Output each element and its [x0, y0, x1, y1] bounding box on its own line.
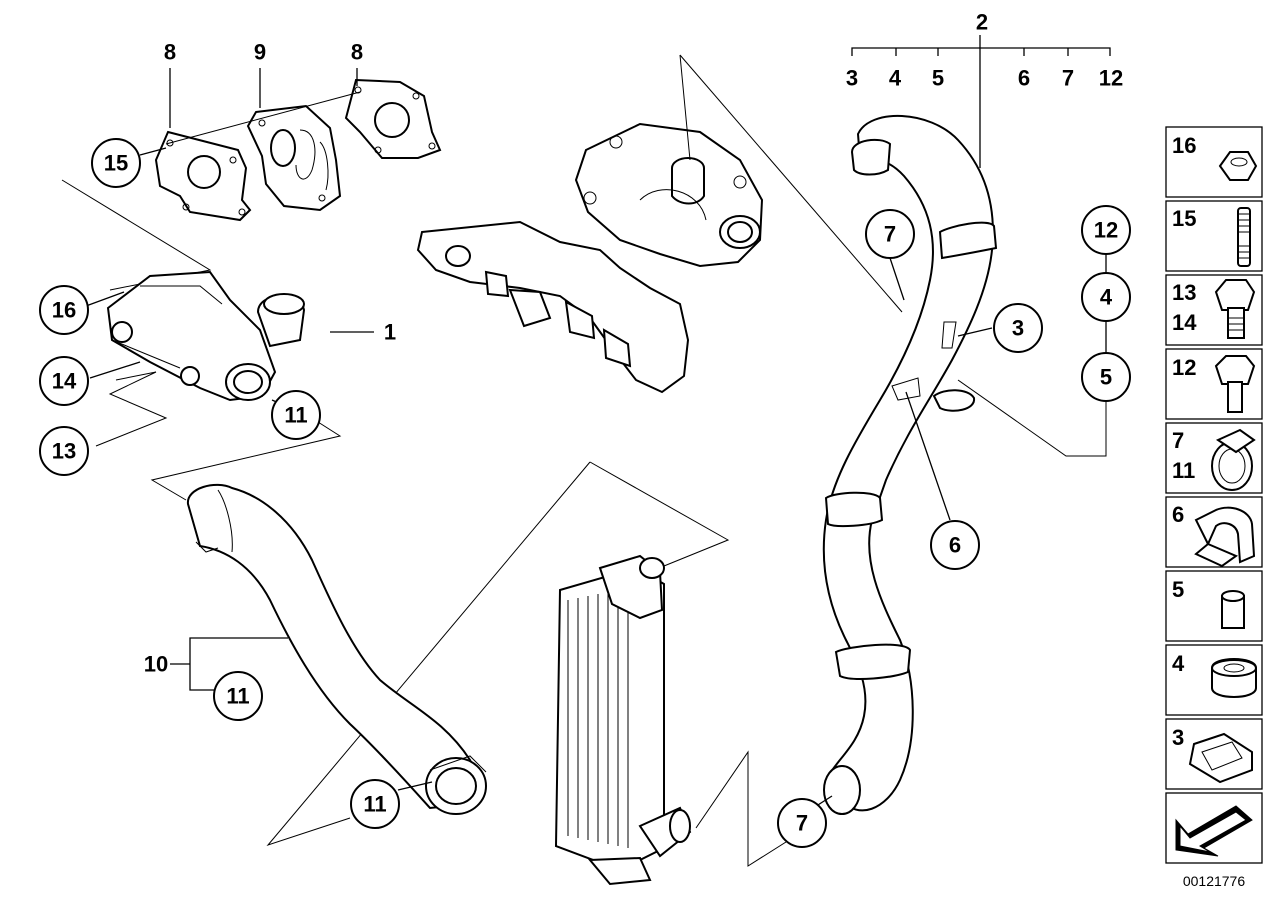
- label-8-right: 8: [351, 40, 363, 65]
- callout-label: 7: [884, 222, 896, 247]
- leader-14: [89, 361, 141, 379]
- label-8-left: 8: [164, 40, 176, 65]
- assembly-line-turbo: [679, 54, 903, 313]
- spring-clip-icon: [1188, 732, 1253, 784]
- group2-label-5: 5: [932, 66, 944, 91]
- callout-5: 5: [1081, 352, 1131, 402]
- callout-label: 14: [52, 369, 77, 394]
- gasket-stack-line: [165, 91, 361, 145]
- bracket-2: [851, 47, 1111, 56]
- callout-11-bracket: 11: [213, 671, 263, 721]
- hex-nut-icon: [1218, 151, 1258, 181]
- label-2: 2: [976, 10, 988, 35]
- callout-7-top: 7: [865, 209, 915, 259]
- callout-label: 15: [104, 151, 128, 176]
- callout-15: 15: [91, 138, 141, 188]
- legend-label: 16: [1172, 133, 1196, 158]
- stud-bolt-icon: [1237, 207, 1251, 267]
- assembly-line-hose-lower: [150, 421, 342, 501]
- group2-label-12: 12: [1099, 66, 1123, 91]
- legend-label: 3: [1172, 725, 1184, 750]
- callout-label: 11: [284, 403, 307, 428]
- leader-13: [95, 371, 168, 447]
- hex-bolt-icon: [1214, 279, 1256, 339]
- callout-11-top: 11: [271, 390, 321, 440]
- intermediate-flange: [246, 104, 342, 212]
- bushing-icon: [1221, 590, 1245, 629]
- callout-13: 13: [39, 426, 89, 476]
- group2-label-4: 4: [889, 66, 902, 91]
- legend-row-5: [1165, 570, 1263, 642]
- turbo-leader-top: [679, 54, 691, 161]
- callout-12: 12: [1081, 205, 1131, 255]
- callout-label: 3: [1012, 316, 1024, 341]
- legend-label: 5: [1172, 577, 1184, 602]
- hex-bolt-icon: [1214, 355, 1256, 413]
- legend-label: 14: [1172, 310, 1197, 335]
- direction-arrow-icon: [1175, 805, 1253, 857]
- leader-3: [957, 327, 993, 337]
- parts-legend: 16 15 13 14 12 7 11: [1165, 126, 1263, 864]
- callout-11-bottom: 11: [350, 779, 400, 829]
- leader-7-top: [889, 257, 905, 301]
- legend-label: 13: [1172, 280, 1196, 305]
- callout-label: 12: [1094, 218, 1118, 243]
- leader-5: [957, 379, 1107, 457]
- legend-label: 6: [1172, 502, 1184, 527]
- charge-hose-left: [186, 483, 487, 815]
- turbocharger: [416, 122, 764, 394]
- valve-housing: [106, 270, 306, 402]
- hose-clamp-icon: [1211, 428, 1256, 491]
- callout-14: 14: [39, 356, 89, 406]
- gasket-left: [154, 130, 252, 222]
- callout-label: 16: [52, 298, 76, 323]
- label-9: 9: [254, 40, 266, 65]
- gasket-right: [344, 78, 442, 159]
- callout-label: 11: [363, 792, 386, 817]
- callout-16: 16: [39, 285, 89, 335]
- legend-label: 4: [1172, 651, 1185, 676]
- callout-label: 4: [1100, 285, 1113, 310]
- group2-label-7: 7: [1062, 66, 1074, 91]
- leader-16: [85, 291, 125, 307]
- group2-label-6: 6: [1018, 66, 1030, 91]
- callout-label: 11: [226, 684, 249, 709]
- group2-label-3: 3: [846, 66, 858, 91]
- charge-hose-right: [822, 115, 998, 815]
- assembly-line-intercooler-right: [695, 750, 787, 867]
- leader-15: [139, 147, 167, 156]
- legend-label: 7: [1172, 428, 1184, 453]
- label-1: 1: [384, 320, 396, 345]
- legend-label: 15: [1172, 206, 1196, 231]
- leader-11-bottom: [397, 781, 433, 791]
- legend-label: 12: [1172, 355, 1196, 380]
- callout-4: 4: [1081, 272, 1131, 322]
- callout-3: 3: [993, 303, 1043, 353]
- assembly-line-intercooler-left: [266, 461, 591, 847]
- callout-label: 5: [1100, 365, 1112, 390]
- legend-label: 11: [1172, 458, 1195, 483]
- intercooler: [554, 554, 692, 886]
- callout-7-bottom: 7: [777, 798, 827, 848]
- callout-label: 13: [52, 439, 76, 464]
- callout-6: 6: [930, 520, 980, 570]
- label-10: 10: [144, 652, 168, 677]
- grommet-icon: [1211, 658, 1257, 698]
- holder-clip-icon: [1194, 506, 1256, 568]
- callout-label: 7: [796, 811, 808, 836]
- assembly-line-intercooler-top: [589, 461, 730, 567]
- callout-label: 6: [949, 533, 961, 558]
- leader-6: [905, 391, 951, 521]
- diagram-reference: 00121776: [1183, 873, 1246, 889]
